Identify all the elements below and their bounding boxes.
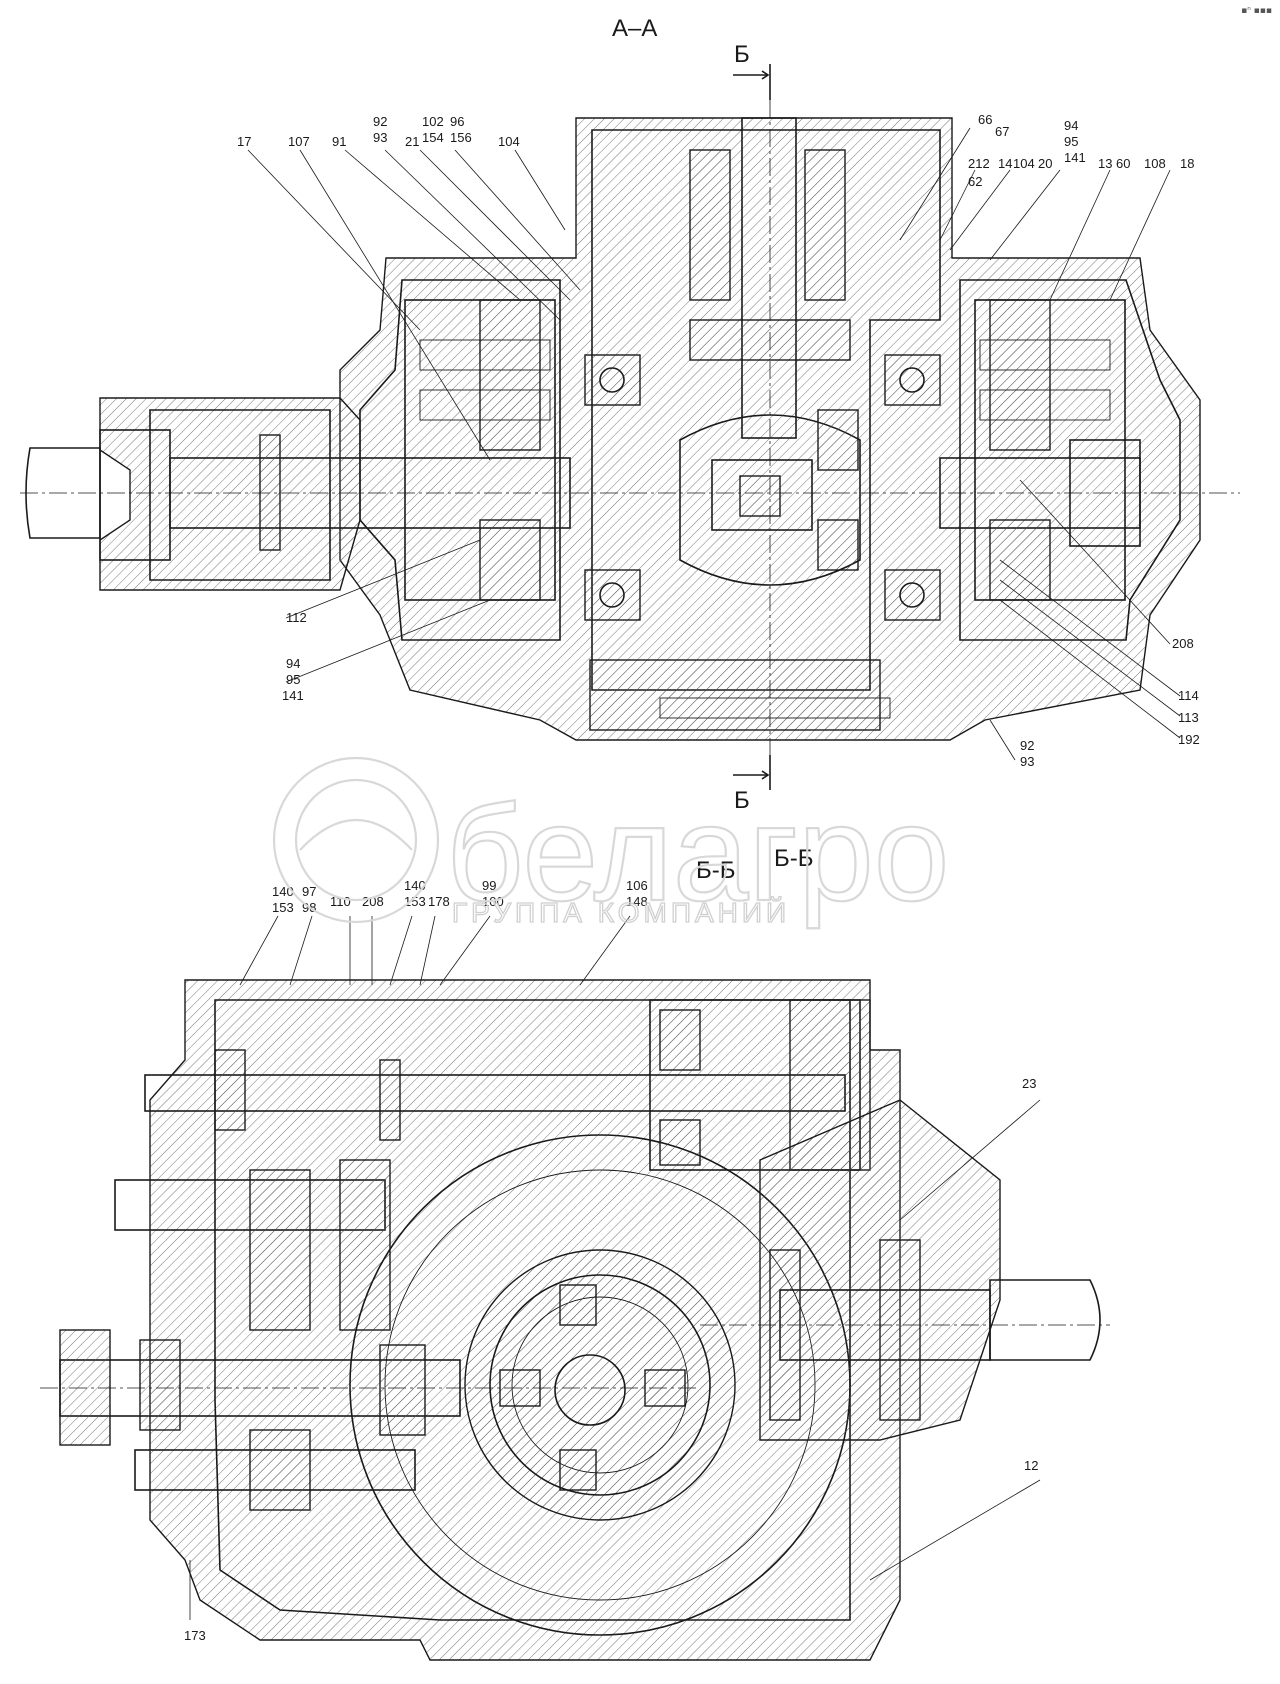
- label-140b: 140: [404, 878, 426, 893]
- label-20: 20: [1038, 156, 1052, 171]
- label-18: 18: [1180, 156, 1194, 171]
- label-92b: 92: [1020, 738, 1034, 753]
- cut-mark-top-label: Б: [734, 41, 750, 68]
- label-92: 92: [373, 114, 387, 129]
- label-99: 99: [482, 878, 496, 893]
- watermark-brand: белагро: [446, 777, 949, 929]
- section-a-a-title: А–А: [612, 15, 657, 42]
- label-156: 156: [450, 130, 472, 145]
- watermark-subtitle: ГРУППА КОМПАНИЙ: [452, 897, 790, 928]
- label-108: 108: [1144, 156, 1166, 171]
- section-b-b-title-2: Б-Б: [774, 845, 814, 872]
- leaders-bottom: [189, 915, 1041, 1620]
- watermark: белагро ГРУППА КОМПАНИЙ: [272, 756, 950, 930]
- label-208: 208: [1172, 636, 1194, 651]
- leaders-top: [247, 127, 1181, 761]
- bearings: [584, 354, 941, 621]
- label-95b: 95: [286, 672, 300, 687]
- label-102: 102: [422, 114, 444, 129]
- label-67: 67: [995, 124, 1009, 139]
- section-a-a: А–А Б: [20, 15, 1240, 814]
- corner-mark: ▪ⁿ ▪▪▪: [1241, 6, 1272, 16]
- section-b-b: Б-Б Б-Б: [40, 845, 1110, 1661]
- label-141b: 141: [282, 688, 304, 703]
- label-94b: 94: [286, 656, 300, 671]
- label-153: 153: [272, 900, 294, 915]
- label-104: 104: [498, 134, 520, 149]
- label-110: 110: [330, 894, 351, 909]
- label-14: 14: [998, 156, 1012, 171]
- label-66: 66: [978, 112, 992, 127]
- label-97: 97: [302, 884, 316, 899]
- label-60: 60: [1116, 156, 1130, 171]
- label-100: 100: [482, 894, 504, 909]
- label-114: 114: [1178, 688, 1199, 703]
- section-b-b-title-1: Б-Б: [696, 857, 736, 884]
- label-94: 94: [1064, 118, 1078, 133]
- label-96: 96: [450, 114, 464, 129]
- label-13: 13: [1098, 156, 1112, 171]
- watermark-logo-ring: [272, 756, 440, 924]
- label-17: 17: [237, 134, 251, 149]
- label-112: 112: [286, 610, 307, 625]
- label-192: 192: [1178, 732, 1200, 747]
- label-21: 21: [405, 134, 419, 149]
- label-104b: 104: [1013, 156, 1035, 171]
- label-208b: 208: [362, 894, 384, 909]
- label-212: 212: [968, 156, 990, 171]
- label-95: 95: [1064, 134, 1078, 149]
- label-23: 23: [1022, 1076, 1036, 1091]
- label-106: 106: [626, 878, 648, 893]
- label-91: 91: [332, 134, 346, 149]
- label-173: 173: [184, 1628, 206, 1643]
- label-153b: 153: [404, 894, 426, 909]
- label-154: 154: [422, 130, 444, 145]
- label-178: 178: [428, 894, 450, 909]
- label-141: 141: [1064, 150, 1086, 165]
- label-12: 12: [1024, 1458, 1038, 1473]
- label-93b: 93: [1020, 754, 1034, 769]
- label-140: 140: [272, 884, 294, 899]
- label-93: 93: [373, 130, 387, 145]
- label-113: 113: [1178, 710, 1199, 725]
- label-62: 62: [968, 174, 982, 189]
- labels-top: 17 107 91 92 93 21 102 154 96 156 104 66…: [237, 112, 1200, 769]
- label-148: 148: [626, 894, 648, 909]
- cut-mark-bottom-label: Б: [734, 787, 750, 814]
- label-107: 107: [288, 134, 310, 149]
